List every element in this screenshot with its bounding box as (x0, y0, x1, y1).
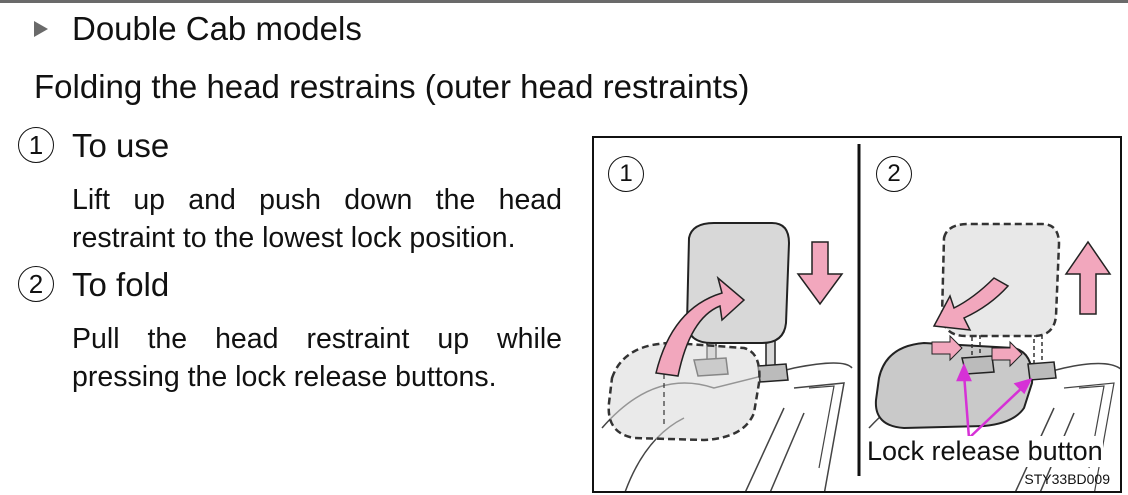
figure-code: STY33BD009 (1024, 471, 1110, 487)
step-number-1: 1 (18, 127, 54, 163)
section-title: Double Cab models (34, 10, 362, 48)
illustration-figure: 1 2 Lock release button STY33BD009 (592, 136, 1122, 493)
panel-number-2: 2 (876, 156, 912, 192)
section-title-text: Double Cab models (72, 10, 362, 47)
triangle-bullet-icon (34, 21, 48, 37)
step-description-to-fold: Pull the head restraint up while pressin… (72, 323, 562, 393)
top-rule (0, 0, 1128, 3)
lock-release-button-callout: Lock release button (867, 436, 1103, 467)
step-number-2: 2 (18, 266, 54, 302)
page-heading: Folding the head restrains (outer head r… (34, 68, 750, 105)
panel-number-1: 1 (608, 156, 644, 192)
step-label-to-fold: To fold (72, 266, 170, 303)
step-label-to-use: To use (72, 127, 170, 164)
step-description-to-use: Lift up and push down the head restraint… (72, 184, 562, 254)
panel-1-drawing (601, 222, 853, 491)
panel-2-drawing (868, 222, 1120, 491)
head-restraint-illustration (601, 144, 1120, 491)
